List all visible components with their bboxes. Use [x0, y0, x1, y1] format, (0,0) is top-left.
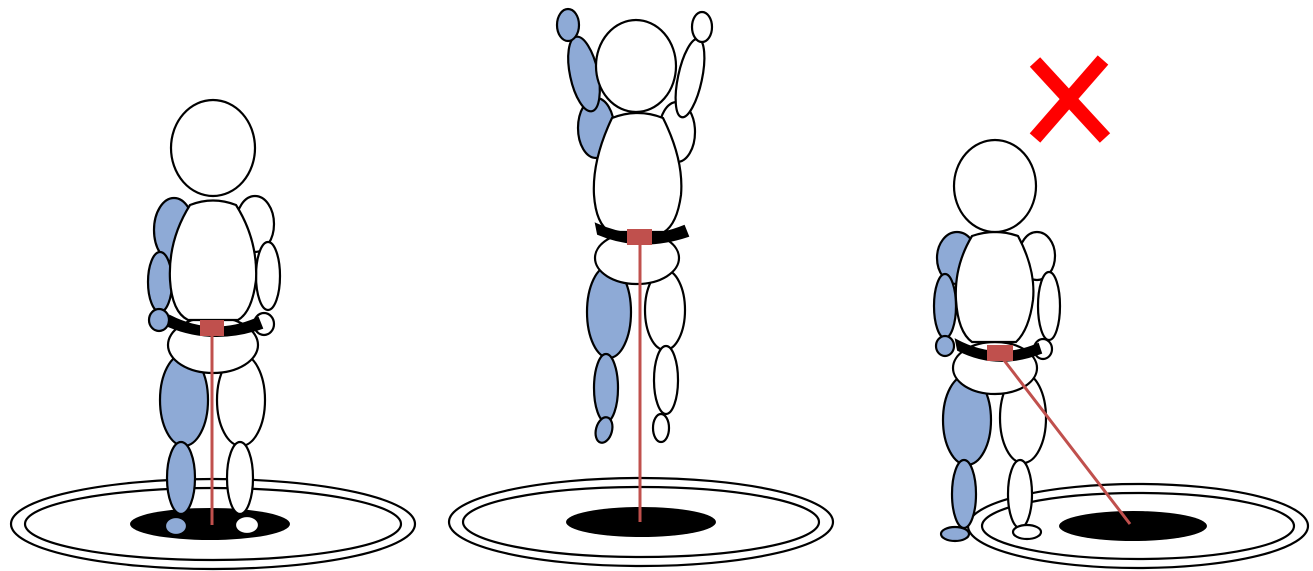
tether-clip: [627, 229, 652, 245]
head: [596, 20, 676, 112]
right-forearm: [1038, 272, 1060, 340]
left-foot: [941, 527, 969, 541]
right-foot: [1013, 525, 1041, 539]
right-shin: [654, 346, 678, 414]
torso: [956, 232, 1034, 342]
left-hand: [557, 9, 579, 41]
head: [954, 140, 1036, 232]
floor-hole: [1059, 511, 1207, 541]
right-foot: [653, 414, 669, 442]
figure-standing: [148, 100, 280, 535]
figure-jumping: [557, 9, 712, 522]
right-forearm: [670, 36, 710, 119]
floor-hole: [130, 508, 290, 540]
left-forearm: [148, 252, 172, 312]
right-shin: [1008, 460, 1032, 528]
left-forearm: [934, 274, 956, 338]
left-foot: [165, 517, 187, 535]
right-shin: [227, 442, 253, 514]
left-shin: [594, 354, 618, 422]
left-foot: [593, 415, 615, 444]
left-shin: [952, 460, 976, 528]
right-foot: [235, 516, 259, 534]
left-hand: [149, 309, 169, 331]
left-shin: [167, 442, 195, 514]
torso: [170, 201, 256, 321]
torso: [594, 113, 682, 232]
tether-clip: [200, 320, 224, 336]
tether-clip: [987, 345, 1013, 361]
right-hand: [692, 12, 712, 42]
left-hand: [936, 336, 954, 356]
right-forearm: [256, 242, 280, 310]
panel-jumping: [449, 9, 833, 566]
panel-standing: [11, 100, 415, 569]
head: [171, 100, 255, 196]
panel-offset: [934, 60, 1308, 568]
figure-offset: [934, 140, 1130, 541]
cross-icon: [1035, 60, 1105, 138]
